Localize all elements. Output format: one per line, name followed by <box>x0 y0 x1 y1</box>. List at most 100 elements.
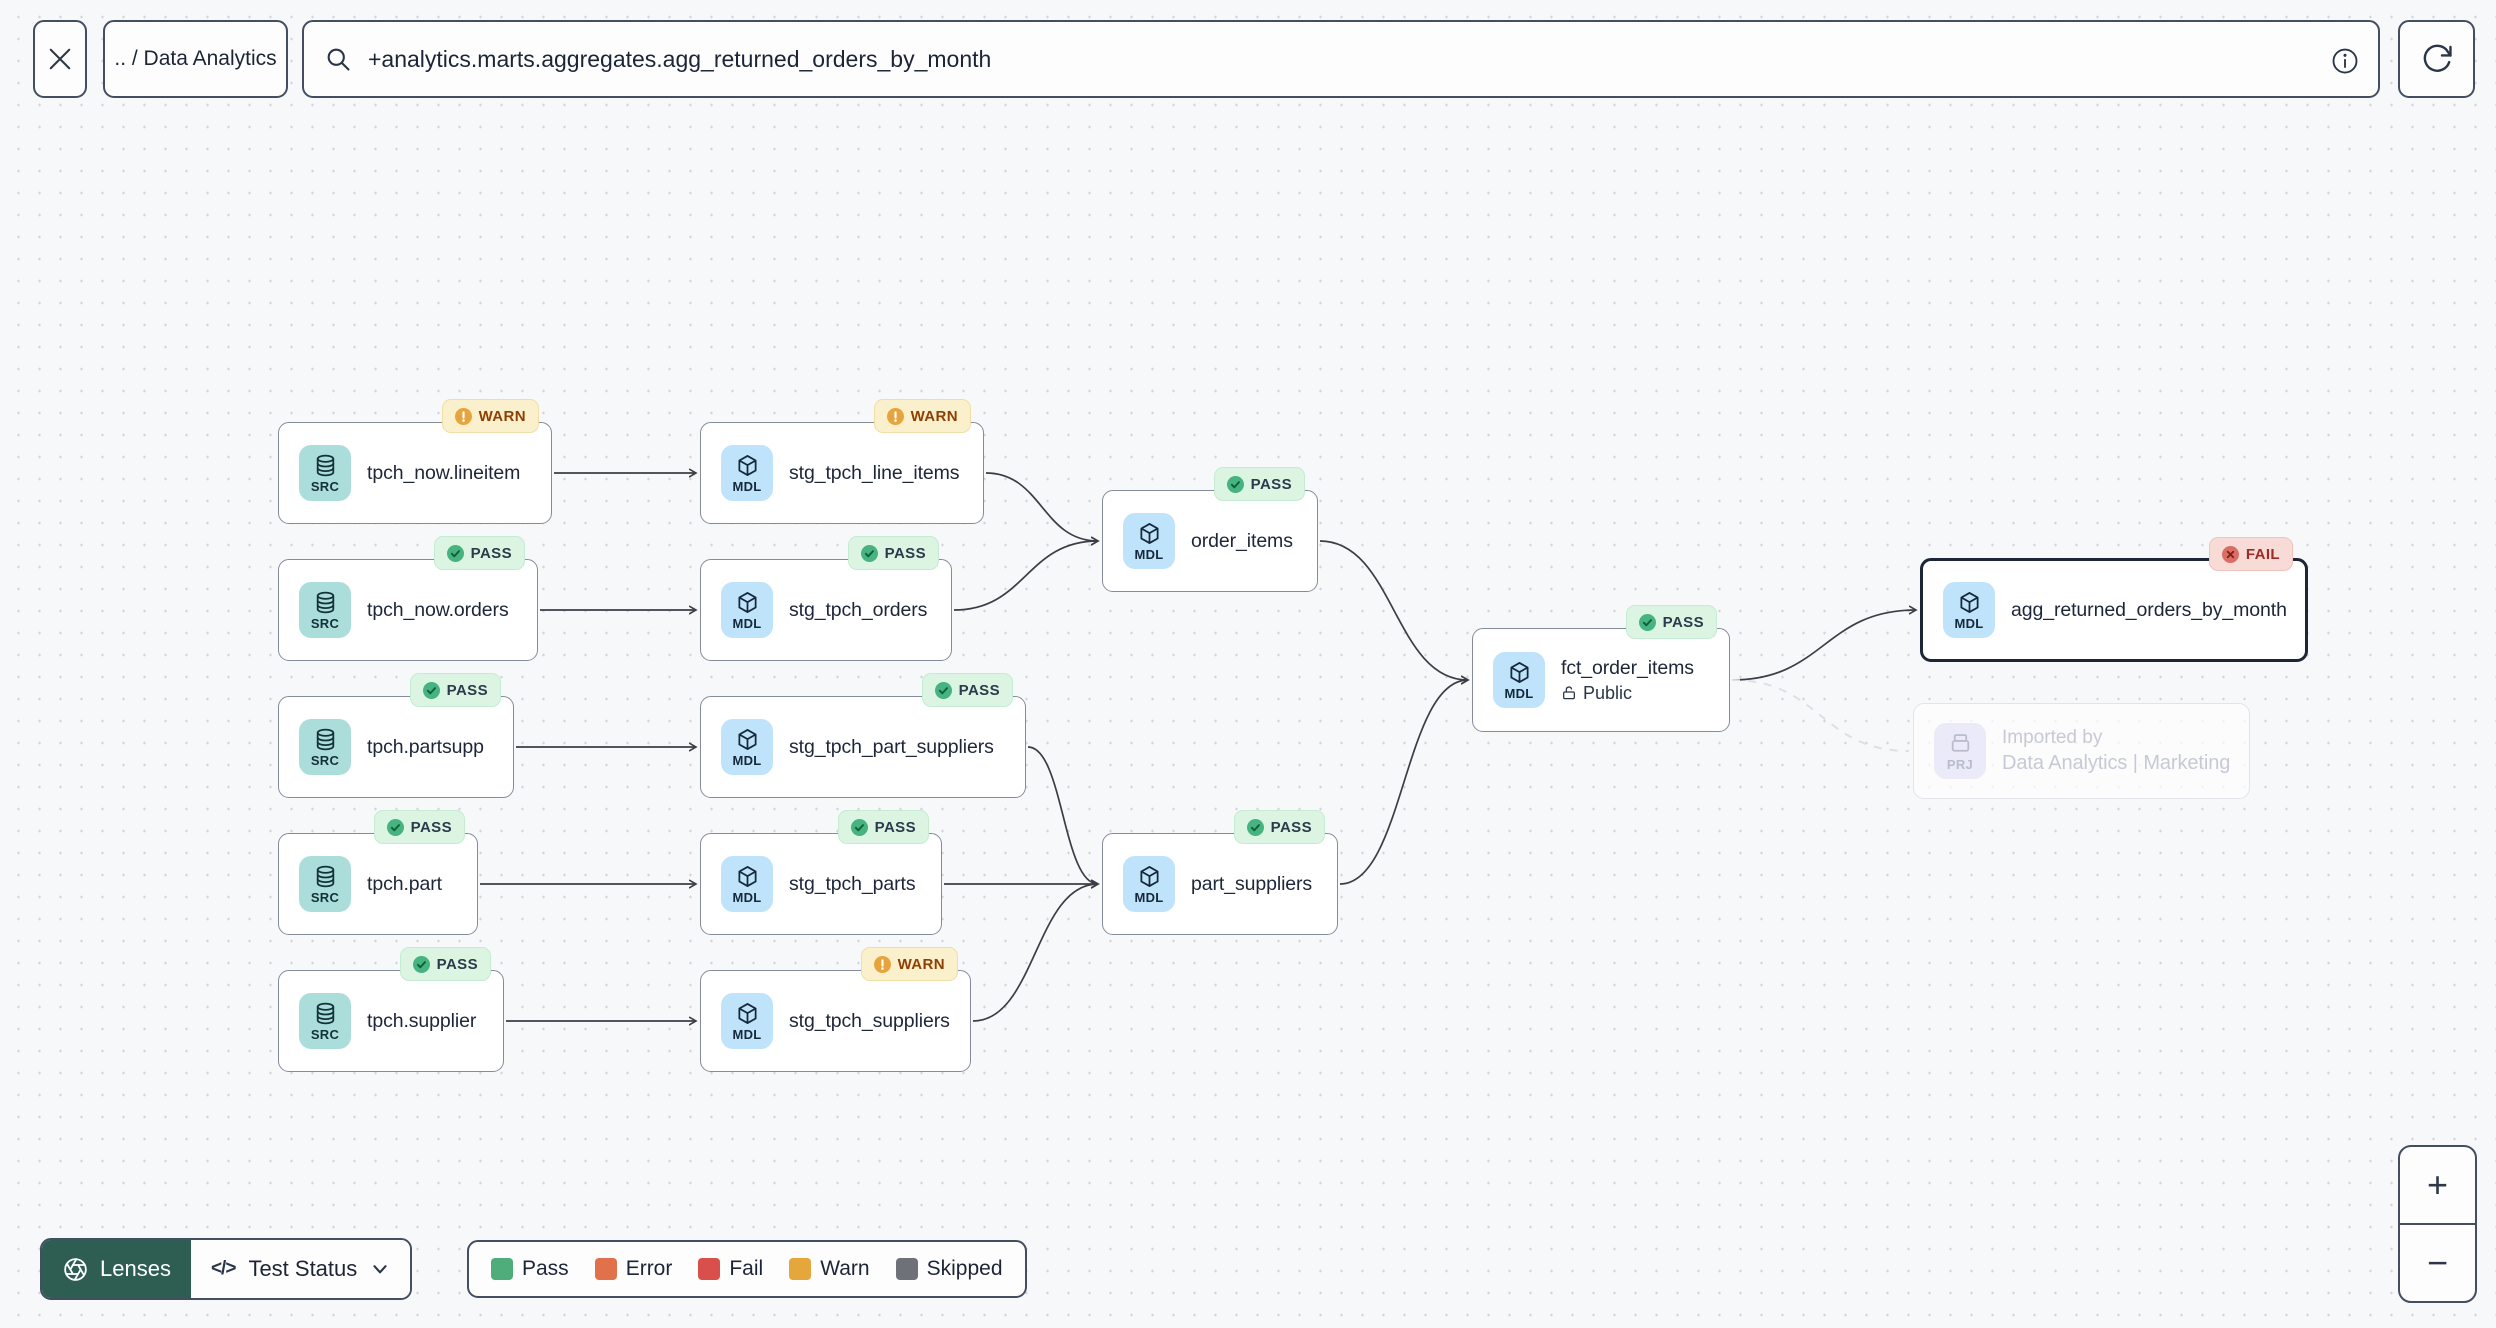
node-tpch_now_orders[interactable]: PASS SRC tpch_now.orders <box>278 536 538 661</box>
edge-order_items-fct_order_items <box>1319 540 1468 680</box>
check-status-icon <box>934 681 952 699</box>
node-text: tpch.supplier <box>367 1010 476 1033</box>
node-text: stg_tpch_orders <box>789 599 927 622</box>
bang-status-icon <box>886 407 904 425</box>
database-icon <box>316 454 334 476</box>
edge-fct_order_items-agg_returned_orders_by_month <box>1731 610 1916 681</box>
node-text: part_suppliers <box>1191 873 1312 896</box>
type-chip-label: MDL <box>732 478 762 494</box>
status-badge-pass: PASS <box>373 810 465 844</box>
type-chip-label: MDL <box>732 1026 762 1042</box>
lens-selector-label: Test Status <box>248 1256 358 1281</box>
node-tpch_part[interactable]: PASS SRC tpch.part <box>278 810 478 935</box>
node-text: order_items <box>1191 530 1293 553</box>
mdl-type-chip: MDL <box>721 582 773 638</box>
breadcrumb[interactable]: .. / Data Analytics <box>103 20 288 98</box>
check-status-icon <box>850 818 868 836</box>
type-chip-label: MDL <box>732 615 762 631</box>
bang-status-icon <box>873 955 891 973</box>
src-type-chip: SRC <box>299 582 351 638</box>
search-input[interactable] <box>366 44 2318 74</box>
lens-group: Lenses </> Test Status <box>40 1238 413 1300</box>
edge-stg_tpch_suppliers-part_suppliers <box>972 884 1098 1022</box>
check-status-icon <box>386 818 404 836</box>
cube-icon <box>737 591 757 613</box>
node-stg_tpch_orders[interactable]: PASS MDL stg_tpch_orders <box>700 536 952 661</box>
status-badge-pass: PASS <box>921 673 1013 707</box>
cube-icon <box>1509 661 1529 683</box>
lenses-label: Lenses <box>100 1256 171 1281</box>
cube-icon <box>1139 865 1159 887</box>
legend-item-skipped: Skipped <box>895 1257 1003 1281</box>
status-badge-label: PASS <box>1662 613 1704 631</box>
node-label: tpch.part <box>367 872 442 895</box>
node-text: tpch_now.lineitem <box>367 462 520 485</box>
node-agg_returned_orders_by_month[interactable]: FAIL MDL agg_returned_orders_by_month <box>1920 537 2308 662</box>
info-icon[interactable] <box>2330 46 2360 76</box>
node-label: Data Analytics | Marketing <box>2002 752 2231 774</box>
search-bar[interactable] <box>302 20 2380 98</box>
status-badge-warn: WARN <box>441 399 539 433</box>
type-chip-label: SRC <box>310 889 340 905</box>
close-icon <box>49 48 71 70</box>
node-tpch_partsupp[interactable]: PASS SRC tpch.partsupp <box>278 673 514 798</box>
refresh-button[interactable] <box>2398 20 2475 98</box>
lenses-button[interactable]: Lenses <box>42 1240 191 1298</box>
src-type-chip: SRC <box>299 719 351 775</box>
zoom-out-button[interactable]: − <box>2400 1223 2475 1301</box>
node-label: order_items <box>1191 529 1293 552</box>
database-icon <box>316 1002 334 1024</box>
node-text: tpch.partsupp <box>367 736 484 759</box>
type-chip-label: MDL <box>1954 615 1984 631</box>
status-badge-pass: PASS <box>433 536 525 570</box>
zoom-controls: + − <box>2398 1145 2477 1303</box>
refresh-icon <box>2423 44 2452 72</box>
check-status-icon <box>1246 818 1264 836</box>
chevron-down-icon <box>373 1265 387 1274</box>
access-label: Public <box>1583 682 1633 703</box>
status-badge-label: WARN <box>910 407 958 425</box>
status-badge-label: PASS <box>958 681 1000 699</box>
zoom-in-button[interactable]: + <box>2426 1164 2449 1205</box>
mdl-type-chip: MDL <box>721 719 773 775</box>
node-stg_tpch_suppliers[interactable]: WARN MDL stg_tpch_suppliers <box>700 947 971 1072</box>
legend-label: Warn <box>820 1257 870 1280</box>
check-status-icon <box>446 544 464 562</box>
status-badge-warn: WARN <box>873 399 971 433</box>
unlock-icon <box>1563 686 1575 700</box>
node-text: agg_returned_orders_by_month <box>2011 599 2287 622</box>
legend-item-warn: Warn <box>789 1257 870 1281</box>
check-status-icon <box>860 544 878 562</box>
aperture-icon <box>64 1257 87 1281</box>
legend-label: Error <box>625 1257 673 1280</box>
node-text: tpch_now.orders <box>367 599 509 622</box>
close-button[interactable] <box>33 20 87 98</box>
cube-icon <box>737 454 757 476</box>
status-badge-pass: PASS <box>409 673 501 707</box>
mdl-type-chip: MDL <box>1943 582 1995 638</box>
status-badge-label: WARN <box>478 407 526 425</box>
edge-part_suppliers-fct_order_items <box>1339 680 1468 885</box>
cube-icon <box>737 865 757 887</box>
status-badge-warn: WARN <box>860 947 958 981</box>
status-badge-fail: FAIL <box>2208 537 2293 571</box>
node-text: stg_tpch_suppliers <box>789 1010 950 1033</box>
legend-label: Pass <box>522 1257 569 1280</box>
mdl-type-chip: MDL <box>1123 856 1175 912</box>
status-badge-pass: PASS <box>847 536 939 570</box>
lens-selector-dropdown[interactable]: </> Test Status <box>190 1240 411 1298</box>
project-icon <box>1951 733 1969 752</box>
cube-icon <box>1139 522 1159 544</box>
legend-label: Fail <box>729 1257 764 1280</box>
